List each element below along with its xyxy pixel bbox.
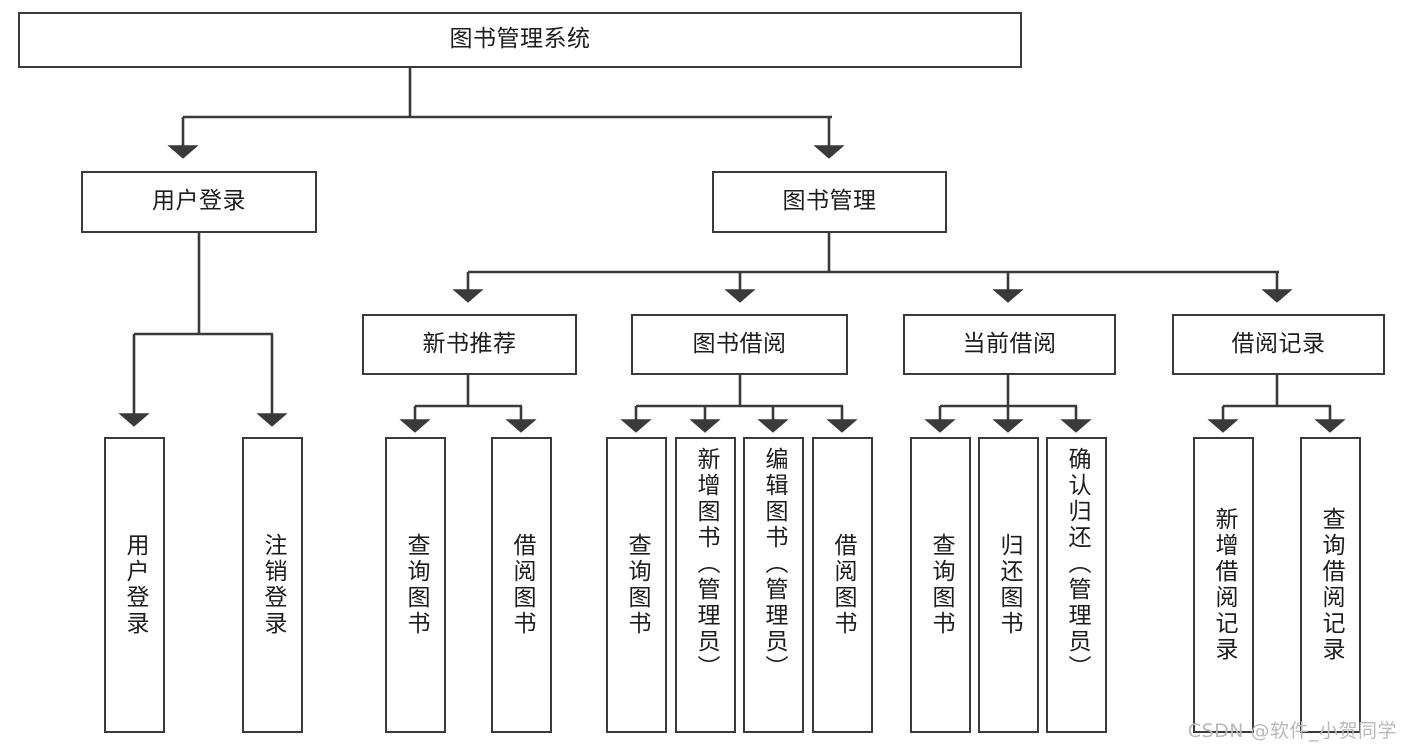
leaf-add-book-admin[interactable]: 新增图书（管理员） — [675, 437, 736, 733]
leaf-borrow-book-recommend-label: 借阅图书 — [509, 533, 535, 637]
node-root[interactable]: 图书管理系统 — [18, 12, 1022, 68]
node-new-book-recommend-label: 新书推荐 — [422, 330, 517, 357]
node-book-borrow[interactable]: 图书借阅 — [631, 314, 848, 375]
leaf-edit-book-admin[interactable]: 编辑图书（管理员） — [743, 437, 804, 733]
leaf-query-borrow-record-label: 查询借阅记录 — [1318, 507, 1344, 663]
leaf-borrow-book-recommend[interactable]: 借阅图书 — [491, 437, 552, 733]
node-book-borrow-label: 图书借阅 — [692, 330, 787, 357]
leaf-query-book-current[interactable]: 查询图书 — [910, 437, 971, 733]
leaf-query-book-recommend-label: 查询图书 — [403, 533, 429, 637]
node-book-manage[interactable]: 图书管理 — [712, 171, 947, 233]
leaf-borrow-book-borrow[interactable]: 借阅图书 — [812, 437, 873, 733]
node-user-login-label: 用户登录 — [152, 188, 246, 215]
leaf-query-book-borrow-label: 查询图书 — [624, 533, 650, 637]
node-root-label: 图书管理系统 — [449, 26, 591, 53]
leaf-borrow-book-borrow-label: 借阅图书 — [830, 533, 856, 637]
leaf-user-login-label: 用户登录 — [122, 533, 148, 637]
watermark-text: CSDN @软件_小贺同学 — [1187, 720, 1397, 742]
leaf-query-book-recommend[interactable]: 查询图书 — [385, 437, 446, 733]
leaf-query-borrow-record[interactable]: 查询借阅记录 — [1300, 437, 1361, 733]
leaf-add-borrow-record-label: 新增借阅记录 — [1211, 507, 1237, 663]
leaf-add-borrow-record[interactable]: 新增借阅记录 — [1193, 437, 1254, 733]
node-book-manage-label: 图书管理 — [782, 188, 877, 215]
node-user-login[interactable]: 用户登录 — [81, 171, 317, 233]
node-current-borrow[interactable]: 当前借阅 — [903, 314, 1116, 375]
leaf-user-login[interactable]: 用户登录 — [104, 437, 165, 733]
leaf-return-book-label: 归还图书 — [996, 533, 1022, 637]
leaf-return-book[interactable]: 归还图书 — [978, 437, 1039, 733]
node-current-borrow-label: 当前借阅 — [962, 330, 1057, 357]
leaf-edit-book-admin-label: 编辑图书（管理员） — [761, 447, 787, 681]
leaf-logout-label: 注销登录 — [260, 533, 286, 637]
node-borrow-record[interactable]: 借阅记录 — [1172, 314, 1385, 375]
node-new-book-recommend[interactable]: 新书推荐 — [362, 314, 577, 375]
leaf-query-book-current-label: 查询图书 — [928, 533, 954, 637]
leaf-confirm-return-admin[interactable]: 确认归还（管理员） — [1046, 437, 1107, 733]
leaf-add-book-admin-label: 新增图书（管理员） — [693, 447, 719, 681]
leaf-query-book-borrow[interactable]: 查询图书 — [606, 437, 667, 733]
leaf-confirm-return-admin-label: 确认归还（管理员） — [1064, 447, 1090, 681]
leaf-logout[interactable]: 注销登录 — [242, 437, 303, 733]
node-borrow-record-label: 借阅记录 — [1231, 330, 1326, 357]
